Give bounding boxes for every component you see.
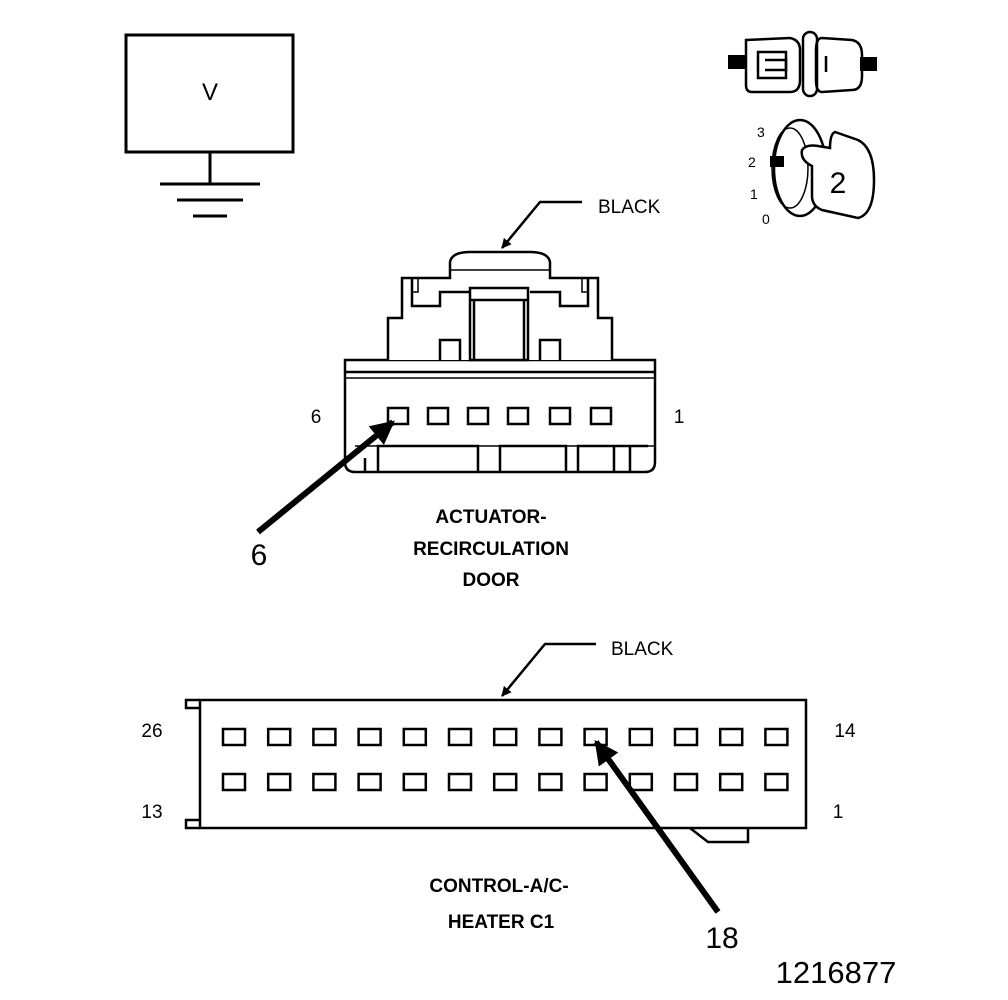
actuator-pin bbox=[386, 406, 410, 426]
control-heater-top-right-label: 14 bbox=[834, 721, 856, 742]
actuator-pointer-label: 6 bbox=[251, 539, 268, 572]
control-heater-pin bbox=[764, 727, 789, 747]
control-heater-pin bbox=[673, 727, 699, 747]
control-heater-connector bbox=[184, 698, 808, 844]
control-heater-pin bbox=[221, 772, 247, 792]
control-heater-name-line-2: HEATER C1 bbox=[448, 912, 555, 933]
voltmeter-label: V bbox=[202, 79, 218, 106]
control-heater-pin-pointer: 18 bbox=[593, 740, 739, 955]
control-heater-bottom-right-label: 1 bbox=[833, 802, 844, 823]
actuator-connector-name: ACTUATOR- RECIRCULATION DOOR bbox=[413, 507, 569, 591]
control-heater-pin bbox=[357, 727, 382, 747]
ignition-position-1: 1 bbox=[750, 186, 758, 202]
control-heater-pin bbox=[538, 727, 563, 747]
voltmeter-symbol: V bbox=[124, 33, 295, 218]
actuator-pin bbox=[589, 406, 613, 426]
ignition-selected-position: 2 bbox=[830, 167, 847, 200]
ground-icon bbox=[160, 182, 260, 218]
actuator-name-line-3: DOOR bbox=[463, 570, 520, 591]
actuator-pin bbox=[426, 406, 450, 426]
control-heater-pin bbox=[718, 727, 744, 747]
connector-disconnect-icon bbox=[728, 30, 877, 98]
control-heater-pin bbox=[312, 727, 337, 747]
actuator-name-line-2: RECIRCULATION bbox=[413, 539, 569, 560]
actuator-pin-pointer: 6 bbox=[251, 419, 395, 572]
ignition-position-2: 2 bbox=[748, 154, 756, 170]
control-heater-pin bbox=[492, 727, 518, 747]
actuator-color-callout: BLACK bbox=[501, 197, 661, 249]
control-heater-pin bbox=[764, 772, 789, 792]
actuator-pin bbox=[548, 406, 572, 426]
control-heater-pin bbox=[628, 727, 654, 747]
control-heater-pin bbox=[357, 772, 382, 792]
actuator-pin bbox=[466, 406, 490, 426]
actuator-pin bbox=[506, 406, 530, 426]
actuator-name-line-1: ACTUATOR- bbox=[435, 507, 546, 528]
control-heater-pin bbox=[312, 772, 337, 792]
control-heater-color-callout: BLACK bbox=[501, 639, 674, 697]
ignition-position-3: 3 bbox=[757, 124, 765, 140]
control-heater-pin bbox=[583, 772, 608, 792]
control-heater-pin bbox=[538, 772, 563, 792]
control-heater-pin bbox=[221, 727, 247, 747]
actuator-pin-row bbox=[386, 406, 613, 426]
control-heater-pin bbox=[266, 772, 292, 792]
control-heater-pin bbox=[447, 727, 473, 747]
control-heater-pin bbox=[492, 772, 518, 792]
control-heater-connector-name: CONTROL-A/C- HEATER C1 bbox=[429, 876, 568, 933]
control-heater-pointer-label: 18 bbox=[705, 922, 738, 955]
control-heater-bottom-left-label: 13 bbox=[141, 802, 162, 823]
ignition-key bbox=[800, 130, 876, 220]
control-heater-pin bbox=[628, 772, 654, 792]
control-heater-pin bbox=[266, 727, 292, 747]
ignition-position-0: 0 bbox=[762, 211, 770, 227]
actuator-right-pin-label: 1 bbox=[674, 407, 685, 428]
ignition-switch-icon: 3 2 1 0 2 bbox=[748, 118, 876, 227]
control-heater-pin bbox=[718, 772, 744, 792]
actuator-connector bbox=[343, 250, 657, 474]
figure-number: 1216877 bbox=[776, 955, 897, 990]
control-heater-pin bbox=[447, 772, 473, 792]
control-heater-pin bbox=[402, 772, 428, 792]
actuator-color-label: BLACK bbox=[598, 197, 661, 218]
control-heater-pin bbox=[673, 772, 699, 792]
control-heater-name-line-1: CONTROL-A/C- bbox=[429, 876, 568, 897]
control-heater-color-label: BLACK bbox=[611, 639, 674, 660]
control-heater-top-left-label: 26 bbox=[141, 721, 162, 742]
control-heater-pin bbox=[402, 727, 428, 747]
actuator-left-pin-label: 6 bbox=[311, 407, 322, 428]
